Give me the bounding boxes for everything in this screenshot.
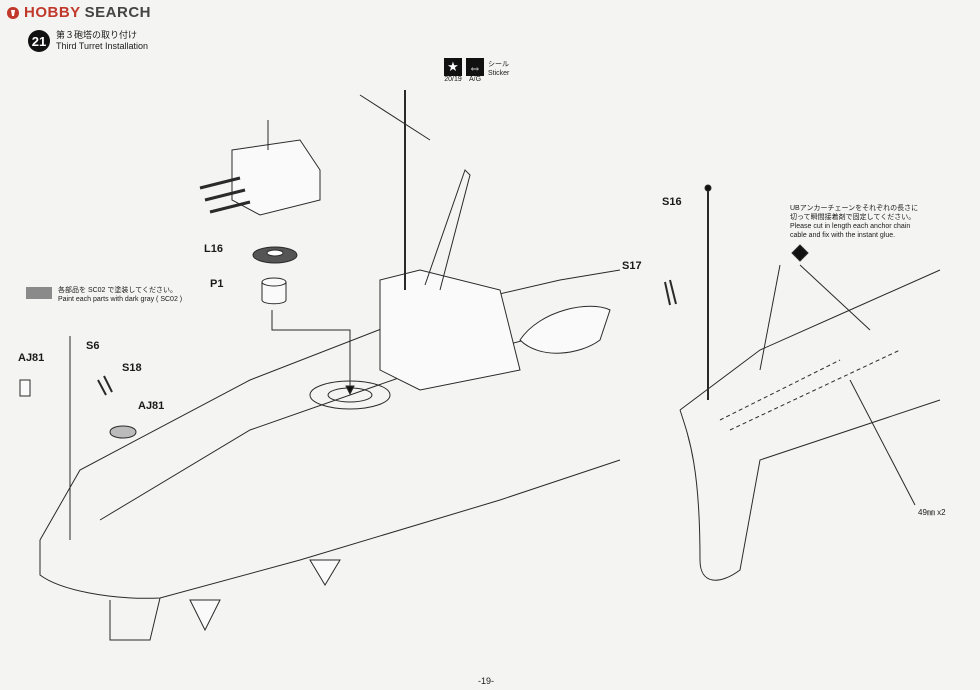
step-header: 21 第３砲塔の取り付け Third Turret Installation — [28, 30, 148, 52]
step-title-en: Third Turret Installation — [56, 41, 149, 51]
sticker-apply-icon: ⇔ — [466, 58, 484, 76]
part-P1-top — [261, 277, 287, 287]
hull-deck-edge — [39, 269, 621, 541]
part-S17 — [664, 279, 677, 306]
bow-detail-hull — [679, 399, 941, 581]
install-line — [271, 310, 351, 390]
step-title-jp: 第３砲塔の取り付け — [56, 30, 138, 40]
chain-length-leader — [849, 379, 916, 506]
page-number: -19- — [478, 676, 495, 686]
barbette-inner — [327, 387, 373, 403]
label-AJ81-a: AJ81 — [18, 352, 45, 364]
turret-barrels — [199, 176, 251, 214]
watermark: HOBBY SEARCH — [6, 4, 151, 21]
part-S18 — [97, 375, 113, 396]
label-L16: L16 — [204, 243, 223, 255]
crane — [424, 169, 471, 291]
paint-note: 各部品を SC02 で塗装してください。 Paint each parts wi… — [26, 286, 182, 304]
label-S16: S16 — [662, 196, 682, 208]
hull-side — [39, 459, 621, 599]
propeller-a — [189, 599, 221, 632]
sticker-callout: ★ 20/19 ⇔ A/G シール Sticker — [444, 58, 509, 83]
boat — [519, 305, 611, 354]
label-S6: S6 — [86, 340, 100, 352]
glue-icon — [791, 244, 809, 262]
chain-note-en1: Please cut in length each anchor chain — [790, 223, 911, 230]
bow-keel — [109, 597, 161, 641]
label-P1: P1 — [210, 278, 224, 290]
dark-gray-swatch — [26, 287, 52, 299]
label-S18: S18 — [122, 362, 142, 374]
ring-L16 — [252, 246, 298, 264]
part-S16-tip — [704, 184, 712, 192]
chain-note-jp2: 切って瞬間接着剤で固定してください。 — [790, 214, 916, 221]
bow-detail-deck — [679, 269, 941, 411]
install-arrow-icon — [345, 385, 355, 396]
part-AJ81-b — [109, 425, 137, 439]
watermark-brand-b: SEARCH — [84, 4, 152, 21]
deck-line — [99, 319, 601, 521]
barbette — [309, 380, 391, 410]
sticker-options: A/G — [468, 76, 482, 83]
ring-L16-hole — [266, 249, 284, 257]
watermark-brand-a: HOBBY — [24, 4, 81, 21]
chain-leader-a — [759, 264, 781, 371]
chain-leader-b — [799, 264, 871, 331]
paint-note-jp: 各部品を SC02 で塗装してください。 — [58, 287, 177, 294]
chain-length: 49㎜ x2 — [918, 508, 946, 517]
part-P1 — [261, 282, 287, 305]
paint-note-en: Paint each parts with dark gray ( SC02 ) — [58, 296, 183, 303]
hobbysearch-logo-icon — [7, 6, 19, 19]
chain-note: UBアンカーチェーンをそれぞれの長さに 切って瞬間接着剤で固定してください。 P… — [790, 204, 950, 240]
sticker-label-jp: シール — [488, 61, 509, 68]
anchor-chains — [719, 349, 901, 431]
label-S17: S17 — [622, 260, 642, 272]
step-number: 21 — [28, 30, 50, 52]
chain-note-jp1: UBアンカーチェーンをそれぞれの長さに — [790, 205, 919, 212]
mast-yard — [359, 94, 431, 141]
sticker-label-en: Sticker — [488, 70, 510, 77]
chain-note-en2: cable and fix with the instant glue. — [790, 232, 896, 239]
superstructure — [379, 269, 521, 391]
sticker-ref: 20/19 — [444, 76, 462, 83]
part-AJ81-a — [19, 379, 31, 397]
label-AJ81-b: AJ81 — [138, 400, 165, 412]
propeller-b — [309, 559, 341, 586]
sticker-star-icon: ★ — [444, 58, 462, 76]
turret — [231, 139, 321, 216]
